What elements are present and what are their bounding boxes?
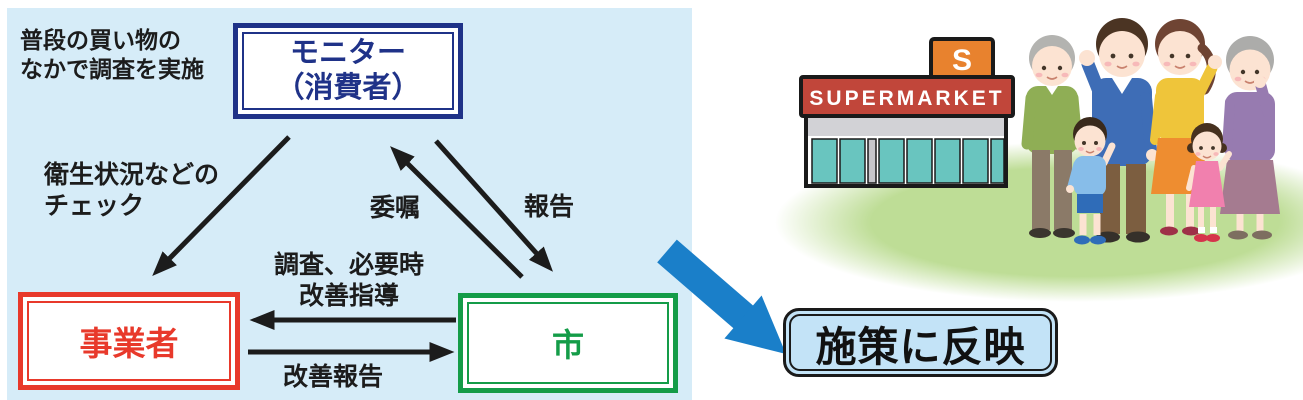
commission-label: 委嘱 [370,194,421,222]
improvement-report-label: 改善報告 [283,363,384,391]
grandmother-figure [1220,36,1280,240]
store-windows [811,138,1005,184]
business-box-label: 事業者 [27,301,231,381]
father-figure [1079,18,1158,243]
business-box: 事業者 [18,292,240,390]
shopping-note: 普段の買い物の なかで調査を実施 [20,27,204,82]
policy-arrow [657,239,786,354]
diagram-arrows [152,135,554,362]
monitor-box-label: モニター （消費者） [242,32,454,110]
commission-arrow [390,146,524,279]
hygiene-check-note: 衛生状況などの チェック [44,161,220,220]
outcome-box: 施策に反映 [783,308,1058,377]
boy-figure [1066,117,1116,245]
report-label: 報告 [524,193,575,221]
girl-figure [1186,123,1232,242]
monitor-box: モニター （消費者） [233,23,463,119]
city-box: 市 [458,293,678,393]
store-banner-text: SUPERMARKET [809,87,1004,110]
survey-guidance-label: 調査、必要時 改善指導 [273,251,424,310]
supermarket-icon: S SUPERMARKET [799,37,1015,188]
city-box-label: 市 [467,302,669,384]
check-arrow [152,135,291,277]
store-sign-letter: S [952,44,972,77]
grandfather-figure [1021,35,1083,238]
report-arrow [434,139,554,272]
outcome-label: 施策に反映 [789,314,1052,371]
family-icon [1021,18,1280,245]
mother-figure [1150,19,1222,236]
